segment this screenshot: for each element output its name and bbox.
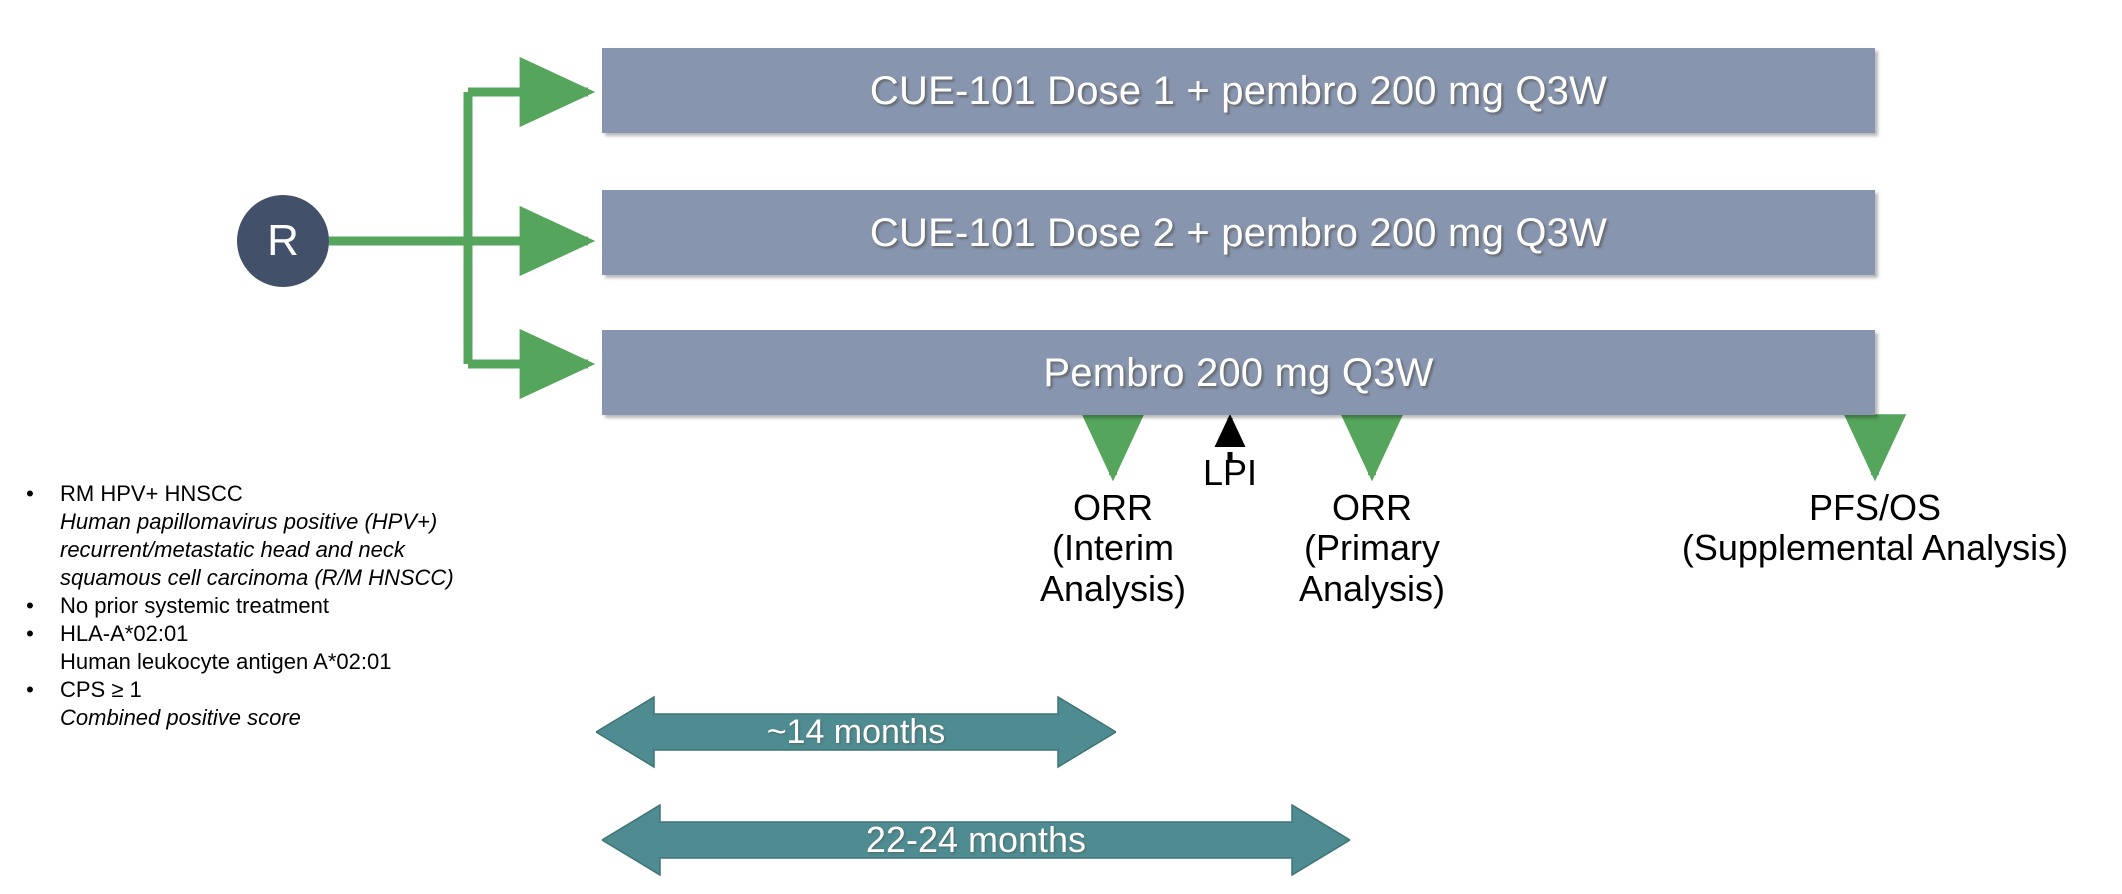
list-item: • HLA-A*02:01 Human leukocyte antigen A*… [0, 620, 560, 676]
criteria-main-text: CPS ≥ 1 [60, 677, 142, 702]
primary-analysis-line-3: Analysis) [1298, 567, 1446, 609]
criteria-sub-text: Human leukocyte antigen A*02:01 [60, 649, 392, 674]
timeline-arrow-22-24-months: 22-24 months [602, 800, 1350, 880]
pfs-os-line-2: (Supplemental Analysis) [1681, 527, 2069, 569]
criteria-main-text: HLA-A*02:01 [60, 621, 189, 646]
treatment-arm-bar-1[interactable]: CUE-101 Dose 1 + pembro 200 mg Q3W [602, 48, 1875, 133]
interim-analysis-readout: ORR (Interim Analysis) [963, 487, 1263, 609]
list-item: • CPS ≥ 1 Combined positive score [0, 676, 560, 732]
eligibility-criteria-list: • RM HPV+ HNSCC Human papillomavirus pos… [0, 480, 560, 732]
treatment-arm-bar-2[interactable]: CUE-101 Dose 2 + pembro 200 mg Q3W [602, 190, 1875, 275]
treatment-arm-label-2: CUE-101 Dose 2 + pembro 200 mg Q3W [869, 210, 1608, 255]
treatment-arm-label-3: Pembro 200 mg Q3W [1043, 350, 1434, 395]
criteria-main-text: RM HPV+ HNSCC [60, 481, 243, 506]
list-item: • No prior systemic treatment [0, 592, 560, 620]
bullet-glyph: • [26, 593, 34, 618]
criteria-sub-text: Combined positive score [60, 705, 301, 730]
pfs-os-readout: PFS/OS (Supplemental Analysis) [1605, 487, 2122, 569]
criteria-main-text: No prior systemic treatment [60, 593, 329, 618]
lpi-label: LPI [1202, 452, 1258, 493]
bullet-glyph: • [26, 621, 34, 646]
primary-analysis-readout: ORR (Primary Analysis) [1222, 487, 1522, 609]
bullet-glyph: • [26, 677, 34, 702]
interim-analysis-line-1: ORR [1073, 487, 1153, 528]
timeline-arrow-14-months: ~14 months [596, 692, 1116, 772]
bullet-glyph: • [26, 481, 34, 506]
treatment-arm-label-1: CUE-101 Dose 1 + pembro 200 mg Q3W [869, 68, 1608, 113]
criteria-sub-text: recurrent/metastatic head and neck [60, 537, 405, 562]
interim-analysis-line-3: Analysis) [1039, 567, 1187, 609]
list-item: • RM HPV+ HNSCC Human papillomavirus pos… [0, 480, 560, 592]
randomization-node: R [237, 195, 329, 287]
criteria-sub-text: Human papillomavirus positive (HPV+) [60, 509, 438, 534]
pfs-os-line-1: PFS/OS [1808, 487, 1942, 528]
primary-analysis-line-1: ORR [1332, 487, 1412, 528]
randomization-label: R [267, 216, 299, 265]
primary-analysis-line-2: (Primary [1304, 527, 1440, 569]
criteria-sub-text: squamous cell carcinoma (R/M HNSCC) [60, 565, 454, 590]
interim-analysis-line-2: (Interim [1051, 527, 1174, 569]
treatment-arm-bar-3[interactable]: Pembro 200 mg Q3W [602, 330, 1875, 415]
